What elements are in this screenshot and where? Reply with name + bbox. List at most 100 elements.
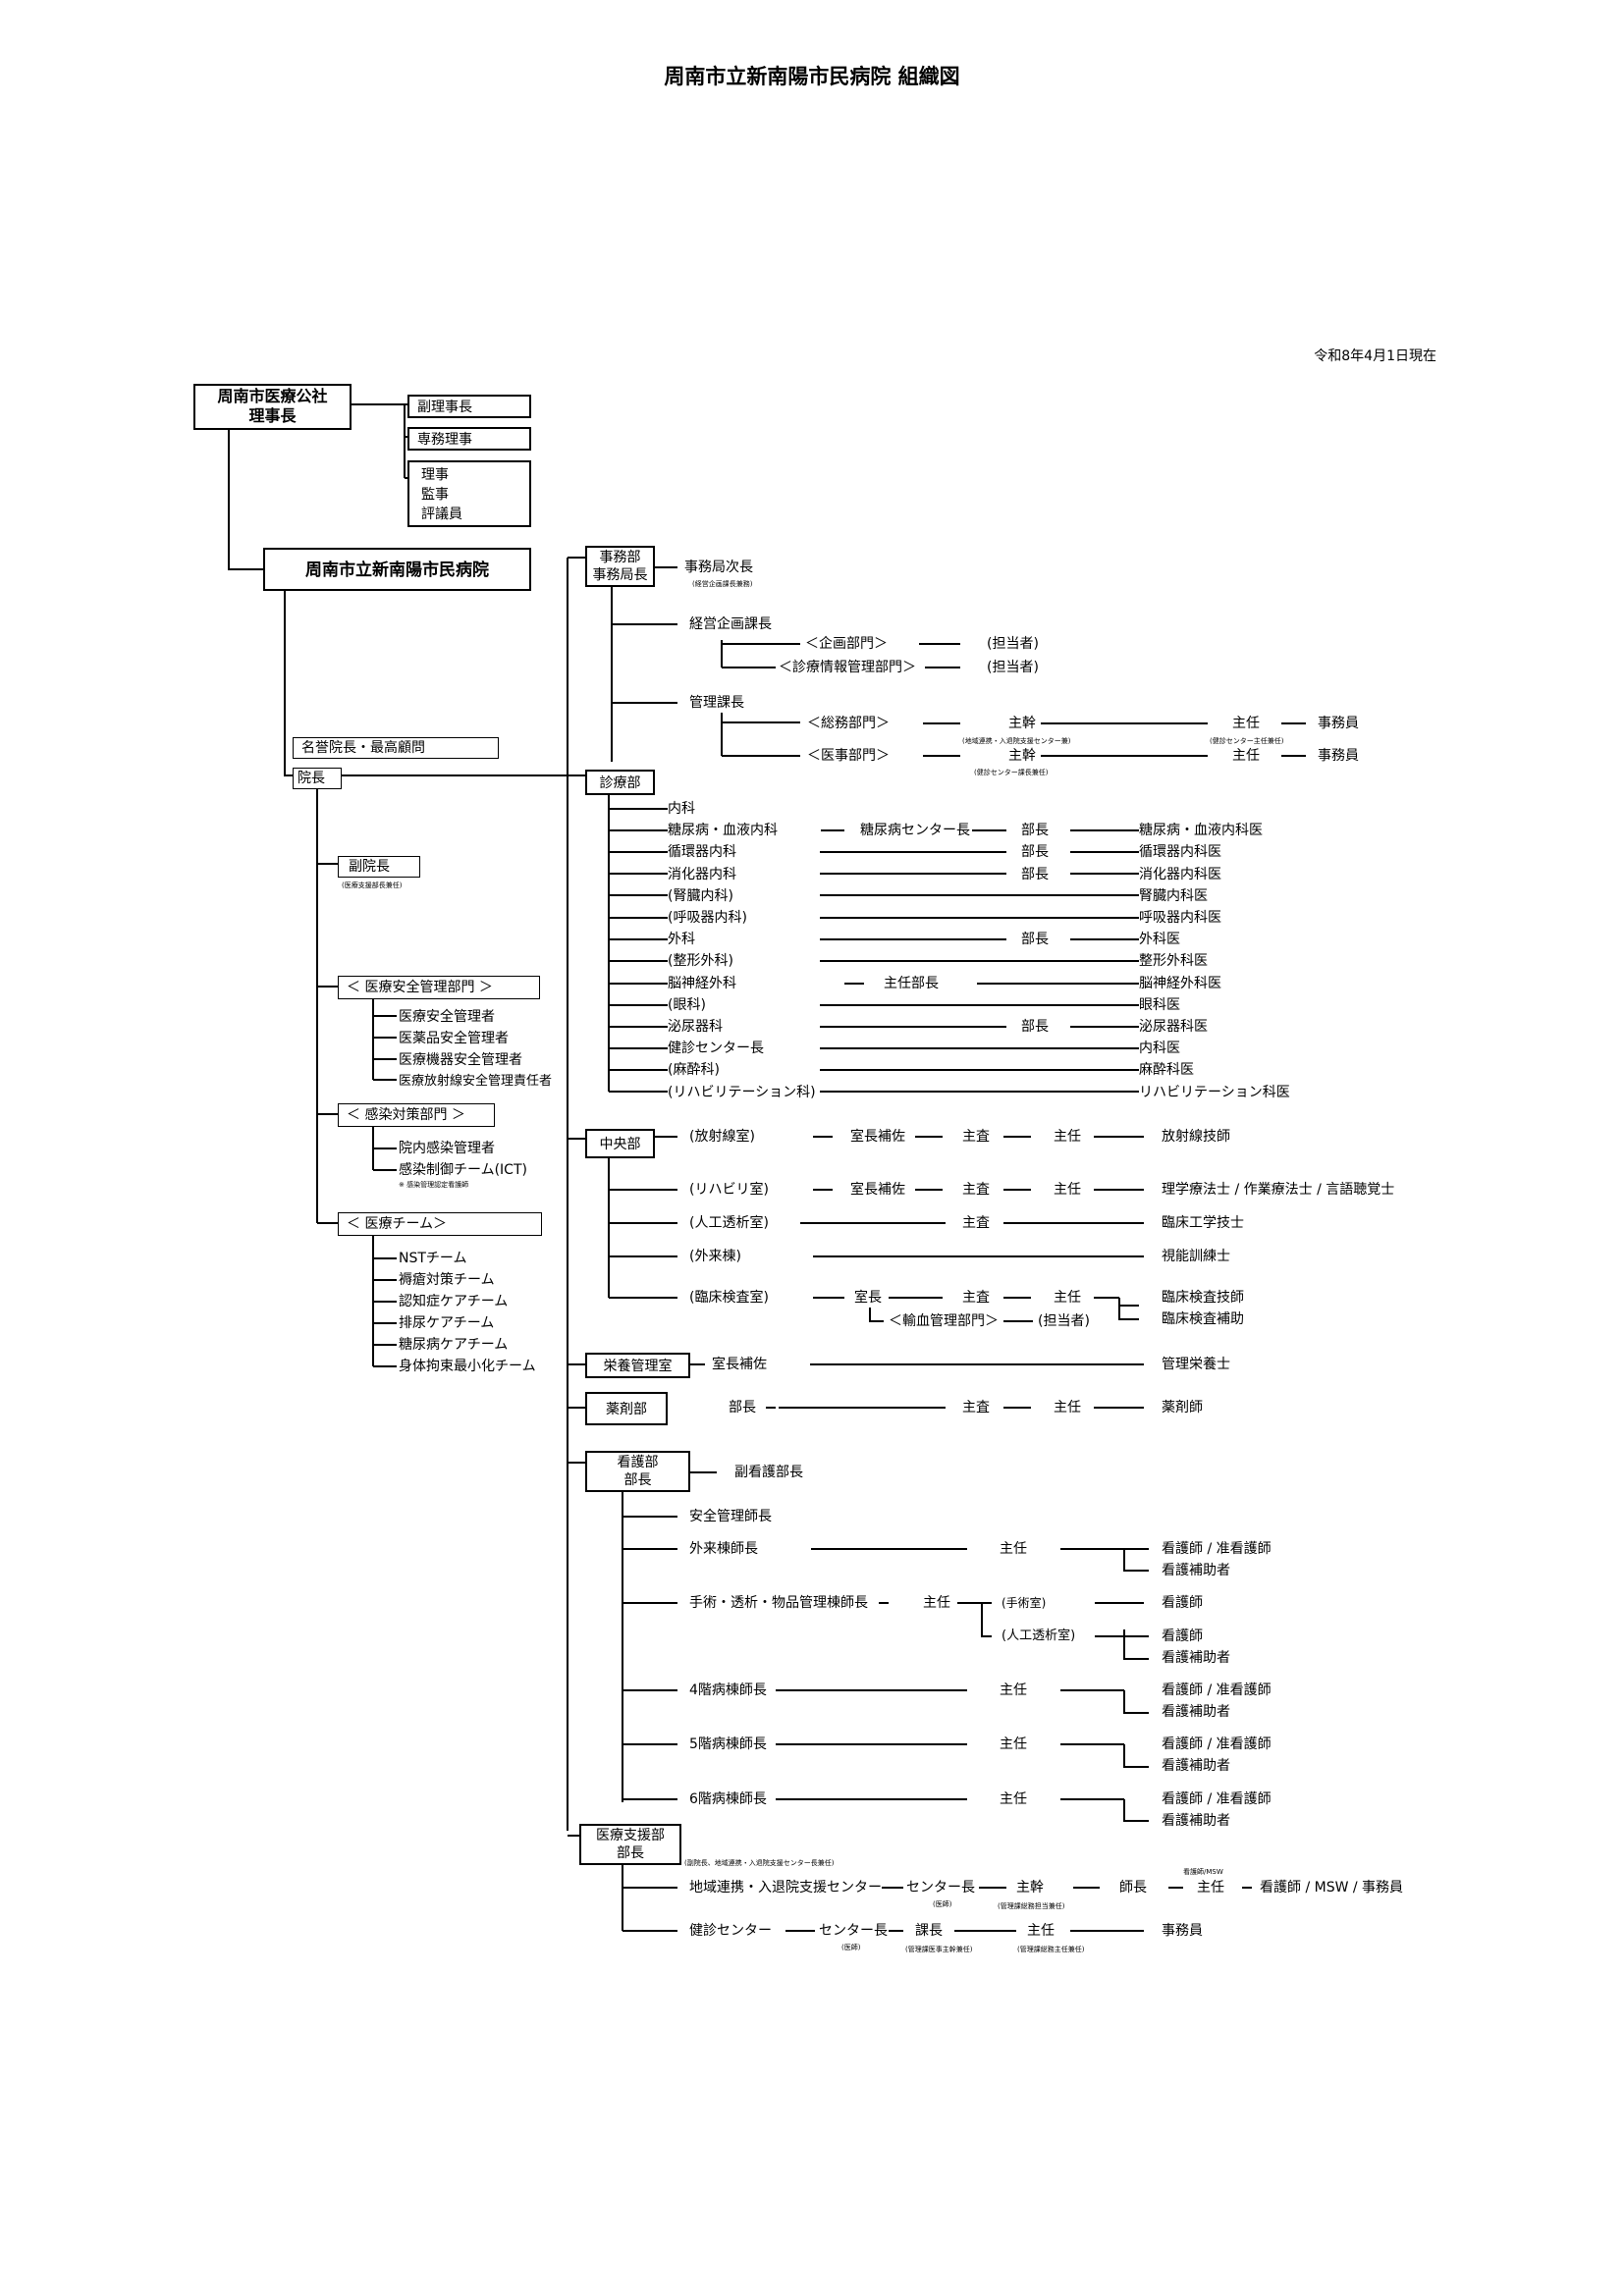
regional-center: 地域連携・入退院支援センター [689,1880,882,1896]
as-of-date: 令和8年4月1日現在 [1314,348,1436,364]
checkup-center-manager-note: (管理課医事主幹兼任) [905,1946,973,1953]
infection-item: 感染制御チーム(ICT) [399,1162,527,1178]
regional-center-director: センター長 [906,1880,975,1896]
clinical-doctor: 糖尿病・血液内科医 [1139,823,1263,838]
ward6-supervisor: 主任 [1000,1791,1027,1807]
rehab-staff: 理学療法士 / 作業療法士 / 言語聴覚士 [1162,1182,1395,1198]
checkup-center-manager: 課長 [915,1923,943,1939]
ward5-nurse-manager: 5階病棟師長 [689,1736,767,1752]
rehab-room: (リハビリ室) [689,1182,769,1198]
pharmacy-box: 薬剤部 [585,1392,668,1425]
radiology-asst-chief: 室長補佐 [850,1129,905,1145]
central-dept-box: 中央部 [585,1129,655,1158]
clinical-dept-name: 内科 [668,801,695,817]
clinical-dept-name: (麻酔科) [668,1062,720,1078]
ward6-nurses: 看護師 / 准看護師 [1162,1791,1272,1807]
ward6-nurse-manager: 6階病棟師長 [689,1791,767,1807]
regional-center-chief: 主幹 [1016,1880,1044,1896]
ward6-aides: 看護補助者 [1162,1813,1230,1829]
admin-deputy: 事務局次長 [684,560,753,575]
board-director: 理事 [421,467,449,483]
clinical-dept-director: 部長 [1021,844,1049,860]
pharmacy-chief-examiner: 主査 [962,1400,990,1415]
corp-name: 周南市医療公社 [217,387,328,405]
ward4-aides: 看護補助者 [1162,1704,1230,1720]
lab-supervisor: 主任 [1054,1290,1081,1306]
general-affairs-supervisor: 主任 [1232,716,1260,731]
team-item: 糖尿病ケアチーム [399,1337,509,1353]
nursing-dept-name: 看護部 [617,1455,659,1470]
clinical-dept-box: 診療部 [585,770,655,795]
medical-support-note: (副院長、地域連携・入退院支援センター長兼任) [684,1859,835,1867]
planning-section: ＜企画部門＞ [805,636,888,652]
team-item: 排尿ケアチーム [399,1315,495,1331]
records-staff: (担当者) [987,660,1039,675]
clinical-doctor: 麻酔科医 [1139,1062,1194,1078]
ward5-nurses: 看護師 / 准看護師 [1162,1736,1272,1752]
clinical-center-head: 主任部長 [884,976,939,991]
exec-director-box: 専務理事 [407,427,531,451]
hospital-box: 周南市立新南陽市民病院 [263,548,531,591]
safety-item: 医療放射線安全管理責任者 [399,1074,553,1089]
planning-manager: 経営企画課長 [689,616,772,632]
records-section: ＜診療情報管理部門＞ [779,660,916,675]
medical-support-box: 医療支援部 部長 [579,1824,681,1865]
clinical-doctor: 腎臓内科医 [1139,888,1208,904]
medical-support-head: 部長 [617,1845,644,1861]
clinical-dept-name: 消化器内科 [668,867,736,882]
clinical-dept-director: 部長 [1021,867,1049,882]
transfusion-staff: (担当者) [1038,1313,1090,1329]
nutrition-staff: 管理栄養士 [1162,1357,1230,1372]
operating-room: (手術室) [1001,1596,1047,1610]
general-affairs-section: ＜総務部門＞ [807,716,890,731]
general-affairs-staff: 事務員 [1318,716,1359,731]
clinical-doctor: 脳神経外科医 [1139,976,1221,991]
clinical-dept-name: 泌尿器科 [668,1019,723,1035]
nutrition-asst-chief: 室長補佐 [712,1357,767,1372]
safety-group-box: ＜ 医療安全管理部門 ＞ [338,976,540,999]
clinical-doctor: 内科医 [1139,1041,1180,1056]
pharmacy-staff: 薬剤師 [1162,1400,1203,1415]
clinical-dept-director: 部長 [1021,823,1049,838]
regional-center-staff: 看護師 / MSW / 事務員 [1260,1880,1404,1896]
planning-staff: (担当者) [987,636,1039,652]
board-box: 理事 監事 評議員 [407,460,531,527]
general-affairs-chief-note: (地域連携・入退院支援センター兼) [962,737,1071,745]
rehab-supervisor: 主任 [1054,1182,1081,1198]
medical-affairs-section: ＜医事部門＞ [807,748,890,764]
general-affairs-chief: 主幹 [1008,716,1036,731]
clinical-doctor: 呼吸器内科医 [1139,910,1221,926]
checkup-center-director: センター長 [819,1923,888,1939]
safety-item: 医療安全管理者 [399,1009,495,1025]
team-item: 身体拘束最小化チーム [399,1359,536,1374]
rehab-asst-chief: 室長補佐 [850,1182,905,1198]
team-item: 褥瘡対策チーム [399,1272,495,1288]
ward4-nurse-manager: 4階病棟師長 [689,1682,767,1698]
radiology-chief-examiner: 主査 [962,1129,990,1145]
lab-staff: 臨床検査技師 [1162,1290,1244,1306]
pharmacy-director: 部長 [729,1400,756,1415]
clinical-center-head: 糖尿病センター長 [860,823,970,838]
corp-chair-title: 理事長 [248,406,297,425]
outpatient-aides: 看護補助者 [1162,1563,1230,1578]
lab-chief-examiner: 主査 [962,1290,990,1306]
admin-manager: 管理課長 [689,695,744,711]
team-item: NSTチーム [399,1251,467,1266]
outpatient-ward: (外来棟) [689,1249,741,1264]
clinical-doctor: 整形外科医 [1139,953,1208,969]
admin-dept-box: 事務部 事務局長 [585,546,655,587]
vice-chair-box: 副理事長 [407,395,531,418]
outpatient-staff: 視能訓練士 [1162,1249,1230,1264]
medical-support-name: 医療支援部 [596,1828,665,1843]
lab-assistant: 臨床検査補助 [1162,1311,1244,1327]
clinical-dept-name: 糖尿病・血液内科 [668,823,778,838]
safety-item: 医療機器安全管理者 [399,1052,522,1068]
nursing-dept-box: 看護部 部長 [585,1451,690,1492]
radiology-room: (放射線室) [689,1129,755,1145]
team-group-box: ＜ 医療チーム＞ [338,1212,542,1236]
clinical-dept-name: (腎臓内科) [668,888,733,904]
clinical-dept-name: 脳神経外科 [668,976,736,991]
outpatient-supervisor: 主任 [1000,1541,1027,1557]
clinical-dept-name: (呼吸器内科) [668,910,747,926]
